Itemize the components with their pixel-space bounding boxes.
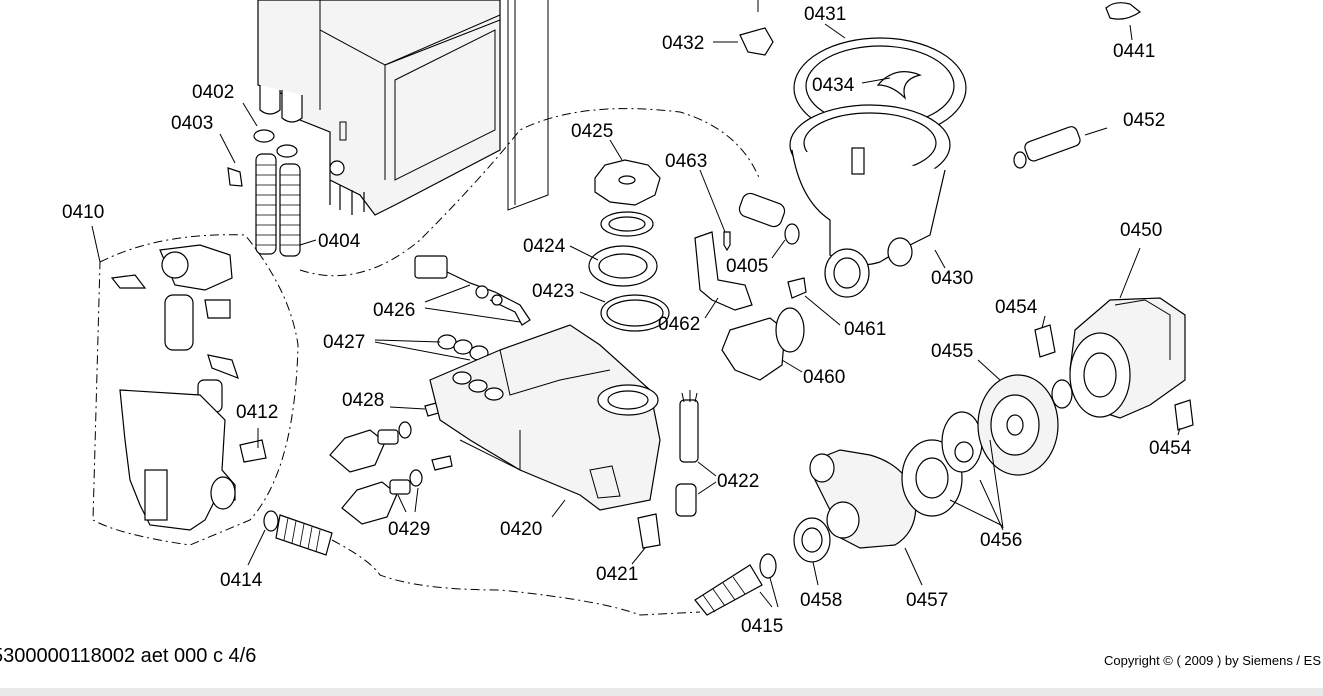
label-0420: 0420 xyxy=(500,519,542,540)
bracket-0462 xyxy=(694,231,753,311)
float-0422 xyxy=(675,390,699,517)
bottom-bar xyxy=(0,688,1323,696)
label-0434: 0434 xyxy=(812,75,855,96)
label-0414: 0414 xyxy=(220,570,263,591)
clip-0461 xyxy=(787,277,807,299)
impeller-0456 xyxy=(901,411,983,517)
clip-0441 xyxy=(1105,2,1142,20)
label-0454-top: 0454 xyxy=(995,297,1038,318)
label-0430: 0430 xyxy=(931,268,973,289)
label-0415: 0415 xyxy=(741,616,783,637)
filter-caps xyxy=(588,159,670,332)
label-0403: 0403 xyxy=(171,113,213,134)
coupling xyxy=(1051,379,1073,409)
label-0429: 0429 xyxy=(388,519,430,540)
label-0427: 0427 xyxy=(323,332,365,353)
seal-rings-0427 xyxy=(437,334,489,361)
label-0458: 0458 xyxy=(800,590,842,611)
label-0455: 0455 xyxy=(931,341,973,362)
label-0463: 0463 xyxy=(665,151,707,172)
label-0456: 0456 xyxy=(980,530,1022,551)
label-0423: 0423 xyxy=(532,281,574,302)
screw-0463 xyxy=(723,231,731,252)
copyright-notice: Copyright © ( 2009 ) by Siemens / ES xyxy=(1104,653,1321,668)
label-0402: 0402 xyxy=(192,82,234,103)
sump-housing-0430 xyxy=(789,104,951,298)
solenoid-0428 xyxy=(329,401,443,473)
label-0431: 0431 xyxy=(804,4,846,25)
label-0461: 0461 xyxy=(844,319,886,340)
label-0432: 0432 xyxy=(662,33,704,54)
pump-cover-0455 xyxy=(977,374,1059,476)
label-0424: 0424 xyxy=(523,236,566,257)
label-0410: 0410 xyxy=(62,202,104,223)
label-0450: 0450 xyxy=(1120,220,1162,241)
label-0460: 0460 xyxy=(803,367,845,388)
clip-0454b xyxy=(1174,399,1194,431)
motor-0450 xyxy=(1069,297,1186,419)
label-0405: 0405 xyxy=(726,256,768,277)
label-0441: 0441 xyxy=(1113,41,1155,62)
label-0426: 0426 xyxy=(373,300,415,321)
leader-lines xyxy=(91,23,1181,608)
shaft-0452 xyxy=(1013,126,1081,169)
dash-line-hose xyxy=(331,539,701,616)
label-0452: 0452 xyxy=(1123,110,1165,131)
label-0457: 0457 xyxy=(906,590,948,611)
label-0428: 0428 xyxy=(342,390,384,411)
label-0425: 0425 xyxy=(571,121,613,142)
appliance-side-panel xyxy=(257,0,549,216)
clip-0454a xyxy=(1034,324,1056,358)
solenoid-0429 xyxy=(341,455,453,525)
pump-housing-0457 xyxy=(809,449,917,549)
valve-parts-0426 xyxy=(414,255,531,326)
label-0462: 0462 xyxy=(658,314,700,335)
hose-rings-0404 xyxy=(227,129,301,257)
valve-0460 xyxy=(721,307,805,381)
label-0422: 0422 xyxy=(717,471,759,492)
label-0454-bottom: 0454 xyxy=(1149,438,1192,459)
clip-0432 xyxy=(739,27,774,56)
hose-0415 xyxy=(694,553,777,616)
label-0421: 0421 xyxy=(596,564,638,585)
seal-0458 xyxy=(793,517,831,563)
valve-assembly-0410 xyxy=(110,244,267,531)
hose-0405 xyxy=(738,192,786,228)
hose-0414 xyxy=(263,510,333,556)
label-0404: 0404 xyxy=(318,231,361,252)
drawing-id: 5300000118002 aet 000 c 4/6 xyxy=(0,645,257,667)
softener-tank-0420 xyxy=(429,324,661,511)
clip-0421 xyxy=(637,513,661,549)
label-0412: 0412 xyxy=(236,402,278,423)
dash-group-0410 xyxy=(92,234,299,546)
